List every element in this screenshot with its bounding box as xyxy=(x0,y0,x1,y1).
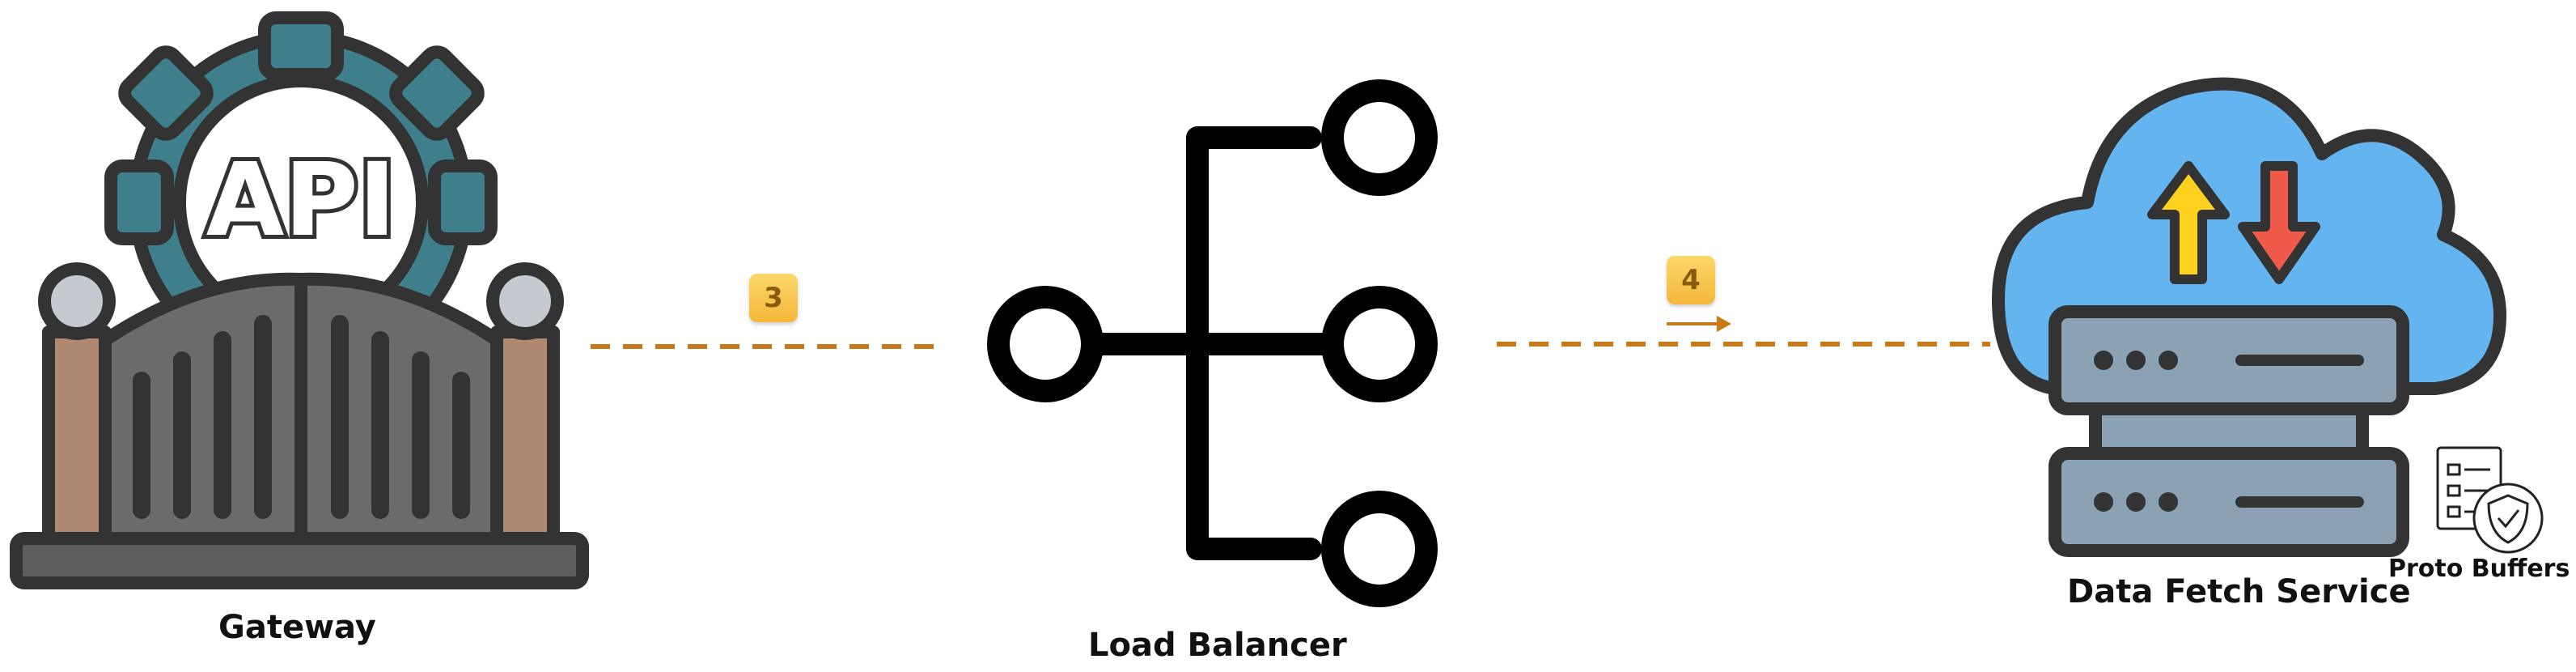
load-balancer-label: Load Balancer xyxy=(1088,627,1347,664)
server-slots xyxy=(2235,355,2364,508)
api-sign-text: API xyxy=(206,142,396,259)
server-leds xyxy=(2094,351,2178,512)
step-badge-3: 3 xyxy=(749,274,798,322)
arrow-right-icon xyxy=(1667,316,1731,332)
server-icon xyxy=(2049,305,2409,557)
document-shield-icon xyxy=(2436,446,2544,554)
upload-arrow-icon xyxy=(2147,161,2230,284)
download-arrow-icon xyxy=(2238,161,2320,284)
gate-bars xyxy=(133,315,470,519)
load-balancer-icon xyxy=(987,79,1438,607)
step-badge-4: 4 xyxy=(1667,256,1715,304)
api-gate-icon xyxy=(10,11,589,589)
data-fetch-service-label: Data Fetch Service xyxy=(2067,573,2411,610)
gateway-label: Gateway xyxy=(218,609,376,646)
cloud-server-icon xyxy=(1992,77,2506,557)
proto-buffers-label: Proto Buffers xyxy=(2388,555,2570,583)
